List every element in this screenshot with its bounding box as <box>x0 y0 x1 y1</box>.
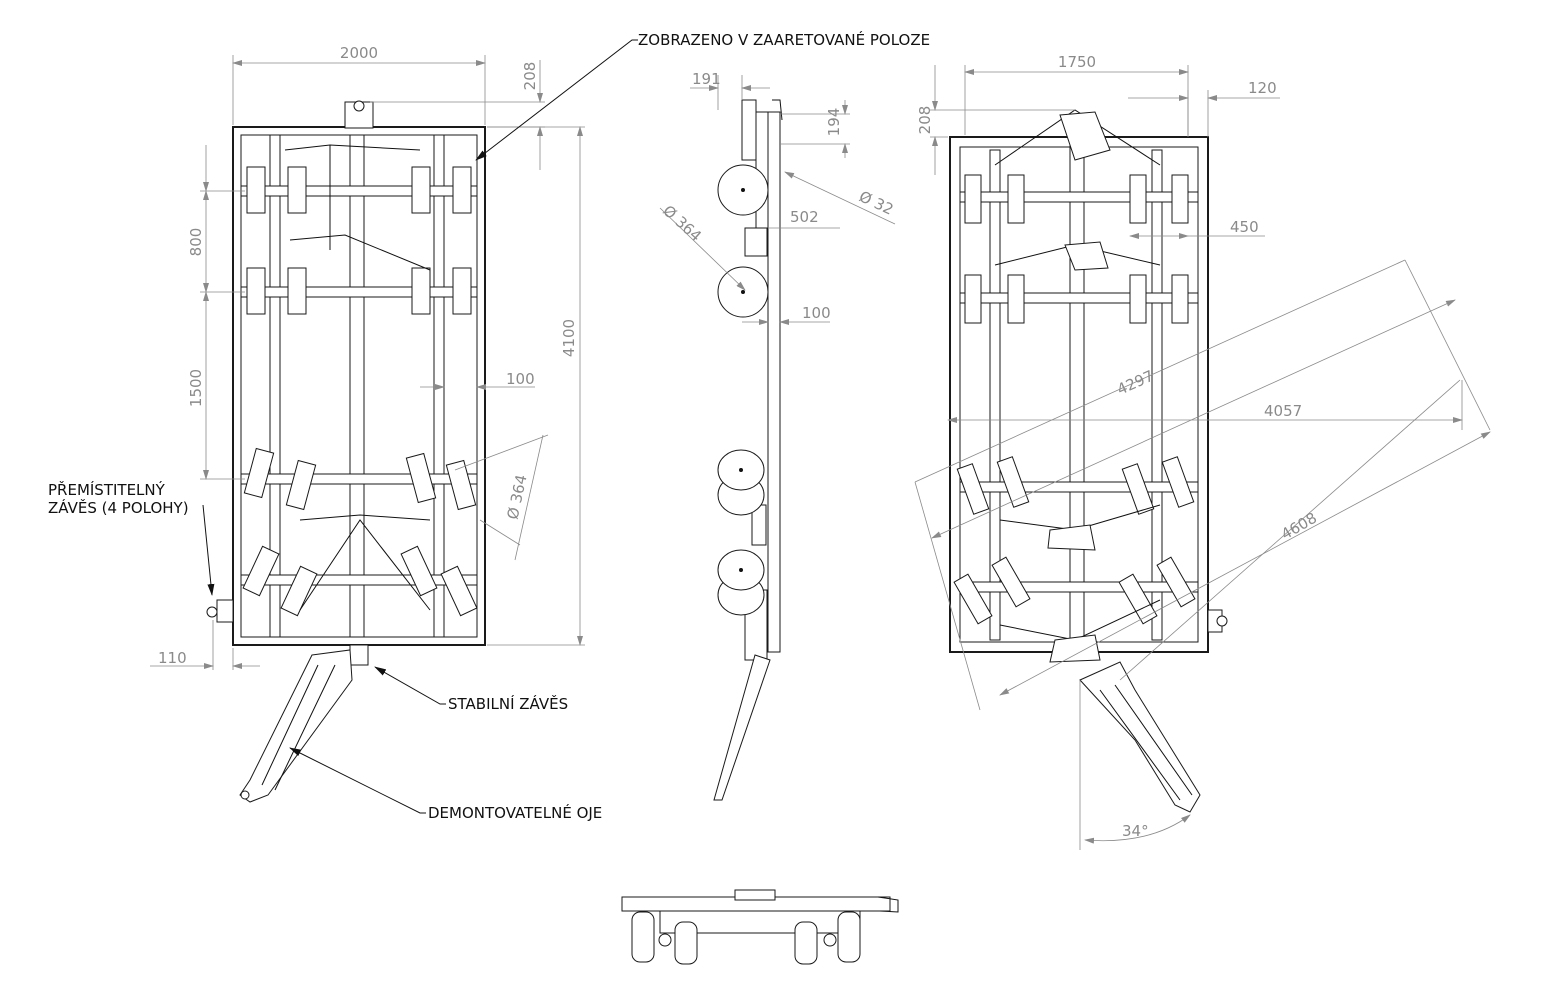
dim-4100: 4100 <box>560 319 578 357</box>
front-view <box>621 889 899 965</box>
note-fixed-hitch: STABILNÍ ZÁVĚS <box>448 694 568 713</box>
dim-450: 450 <box>1230 218 1259 236</box>
dim-2000: 2000 <box>340 44 378 62</box>
dim-4608: 4608 <box>1278 509 1320 544</box>
dim-364-left: Ø 364 <box>504 473 531 521</box>
dim-angle-34: 34° <box>1122 822 1149 840</box>
note-movable-hitch-1: PŘEMÍSTITELNÝ <box>48 480 166 499</box>
dim-110: 110 <box>158 649 187 667</box>
note-removable-drawbar: DEMONTOVATELNÉ OJE <box>428 803 602 822</box>
dim-100-left: 100 <box>506 370 535 388</box>
right-top-view <box>949 109 1228 813</box>
dim-502: 502 <box>790 208 819 226</box>
dim-208-right: 208 <box>916 106 934 135</box>
dim-1750: 1750 <box>1058 53 1096 71</box>
dim-4297: 4297 <box>1114 367 1156 399</box>
dim-100-side: 100 <box>802 304 831 322</box>
right-dimensions: 1750 208 120 450 4297 4057 4608 34° <box>914 53 1491 850</box>
dim-120: 120 <box>1248 79 1277 97</box>
dim-194: 194 <box>825 108 843 137</box>
left-top-view <box>206 100 486 803</box>
dim-208-left: 208 <box>521 62 539 91</box>
dim-1500: 1500 <box>187 369 205 407</box>
dim-800: 800 <box>187 228 205 257</box>
dim-191: 191 <box>692 70 721 88</box>
note-locked-position: ZOBRAZENO V ZAARETOVANÉ POLOZE <box>638 30 930 49</box>
note-movable-hitch-2: ZÁVĚS (4 POLOHY) <box>48 498 189 517</box>
left-notes: ZOBRAZENO V ZAARETOVANÉ POLOZE PŘEMÍSTIT… <box>48 30 930 822</box>
dim-364-side: Ø 364 <box>659 202 705 246</box>
dim-4057: 4057 <box>1264 402 1302 420</box>
dim-32: Ø 32 <box>856 187 896 218</box>
side-view <box>713 99 783 801</box>
